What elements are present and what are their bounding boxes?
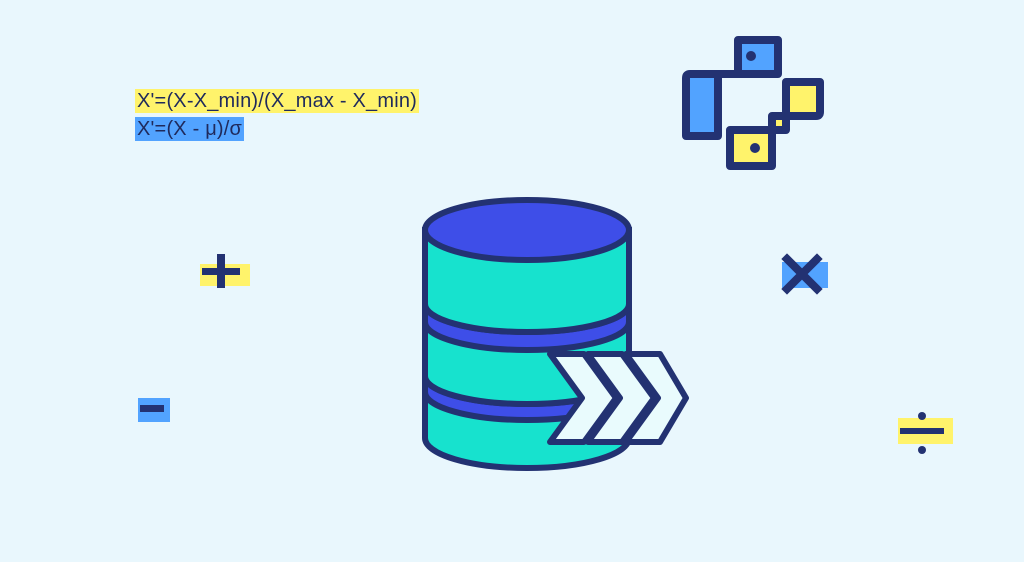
minus-icon — [138, 398, 170, 422]
divide-icon — [898, 412, 953, 454]
plus-icon — [200, 254, 250, 288]
python-logo-icon — [682, 36, 824, 170]
multiply-icon — [781, 253, 828, 295]
minmax-formula: X'=(X-X_min)/(X_max - X_min) — [135, 89, 420, 113]
forward-chevrons-icon — [547, 351, 689, 445]
zscore-formula: X'=(X - μ)/σ — [135, 117, 245, 141]
